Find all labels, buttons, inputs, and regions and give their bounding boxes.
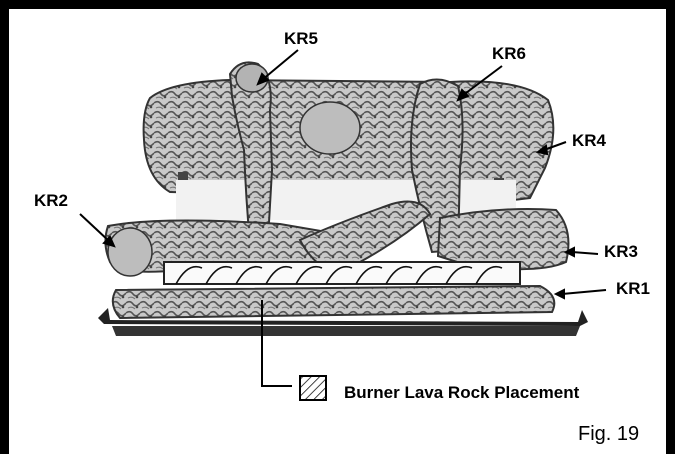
label-kr3: KR3 (604, 243, 638, 260)
label-kr4: KR4 (572, 132, 606, 149)
label-kr6: KR6 (492, 45, 526, 62)
log-kr1 (113, 286, 554, 318)
figure-caption: Fig. 19 (578, 424, 639, 444)
label-kr1: KR1 (616, 280, 650, 297)
label-kr2: KR2 (34, 192, 68, 209)
log-kr3 (438, 209, 568, 269)
legend-text: Burner Lava Rock Placement (344, 384, 579, 401)
grate-base (112, 326, 580, 336)
hatched-legend-swatch (300, 376, 326, 400)
label-kr5: KR5 (284, 30, 318, 47)
